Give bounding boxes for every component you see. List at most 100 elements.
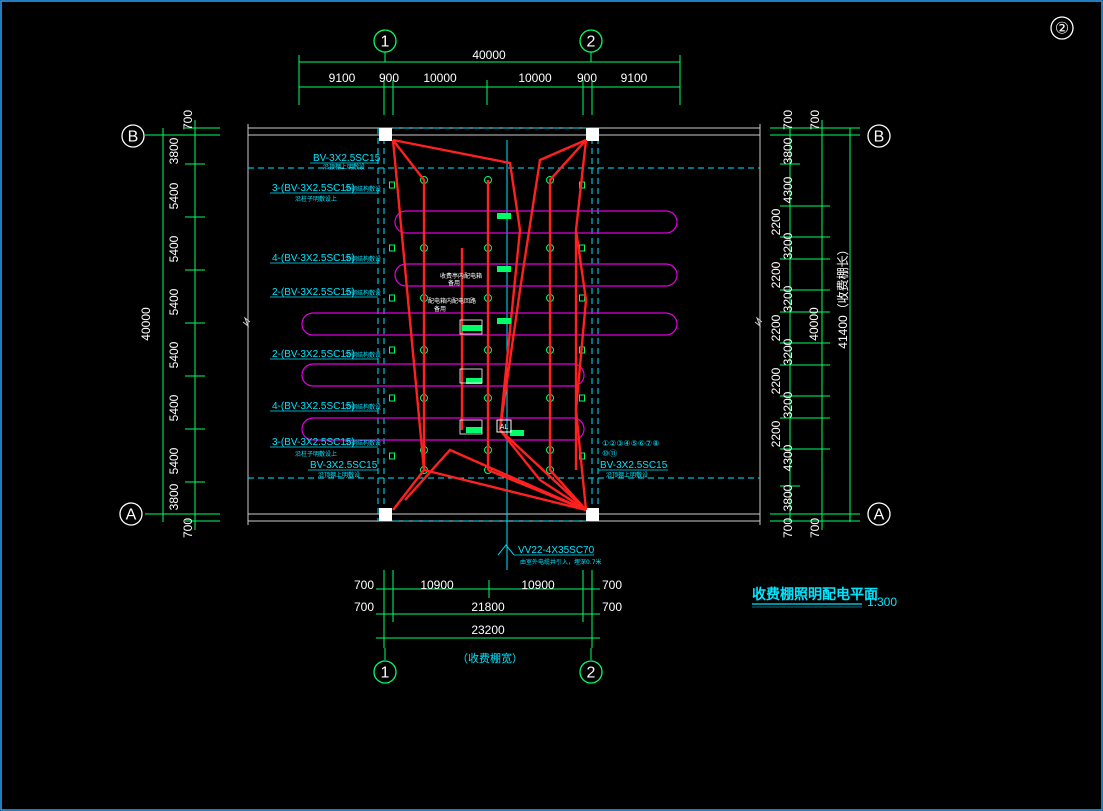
right-dimension-texts: 700 700 3800 4300 3200 3200 3200 3200 43… [769, 110, 850, 538]
bottom-dim-r2-1: 21800 [471, 600, 505, 614]
right-dim-b0: 700 [781, 110, 795, 130]
left-dim-6: 5400 [167, 394, 181, 421]
booth-outlines [301, 210, 678, 441]
circuit-sub-1: 沿钢结构敷设 [345, 185, 381, 193]
wall-lamp [389, 294, 395, 302]
inner-note-3: 配电箱内配电回路 [428, 297, 476, 305]
left-dim-1: 3800 [167, 137, 181, 164]
top-total-dim: 40000 [472, 48, 506, 62]
right-dim-5: 3200 [781, 338, 795, 365]
top-dim-5: 900 [577, 71, 597, 85]
left-dimension-texts: 700 3800 5400 5400 5400 5400 5400 5400 3… [139, 110, 195, 538]
right-circuits: ①②③④⑤⑥⑦⑧ [602, 439, 659, 448]
axis-1-top-label: 1 [381, 34, 390, 51]
circuit-label-2: 4-(BV-3X2.5SC15) [272, 253, 355, 264]
wall-lamp [389, 244, 395, 252]
axis-bubble-b-left [121, 124, 145, 148]
circuit-sub-5: 沿钢结构敷设 [345, 403, 381, 411]
right-dim-o0: 2200 [769, 208, 783, 235]
right-dim-7: 4300 [781, 444, 795, 471]
axis-1-bottom-label: 1 [381, 665, 390, 682]
drawing-title: 收费棚照明配电平面 [752, 586, 878, 603]
circuit-label-6: 3-(BV-3X2.5SC15) [272, 437, 355, 448]
wiring-runs [391, 138, 588, 512]
bottom-dim-r1-2: 10900 [521, 578, 555, 592]
circuit-sub-0: 沿顶棚上明敷设 [323, 163, 365, 171]
building-outline [242, 124, 763, 570]
inner-note-2: 备用 [448, 279, 460, 287]
circuit-label-0: BV-3X2.5SC15 [313, 153, 381, 164]
circuit-label-4: 2-(BV-3X2.5SC15) [272, 349, 355, 360]
axis-2-bottom-label: 2 [587, 665, 596, 682]
right-total-dim: 40000 [807, 307, 821, 341]
right-dim-1: 3800 [781, 137, 795, 164]
circuit-labels: BV-3X2.5SC15 沿顶棚上明敷设 3-(BV-3X2.5SC15) 沿钢… [270, 153, 381, 479]
bottom-dim-r2-0: 700 [354, 600, 374, 614]
right-dim-a0: 700 [808, 110, 822, 130]
circuit-sub-4: 沿钢结构敷设 [345, 351, 381, 359]
axis-bubble-1-top [373, 29, 397, 53]
left-dim-8: 3800 [167, 483, 181, 510]
right-circuits-2: ⑩⑪ [602, 449, 617, 458]
distribution-boxes: AL [459, 213, 524, 436]
axis-b-left-label: B [128, 129, 139, 146]
left-dim-2: 5400 [167, 182, 181, 209]
left-dim-4: 5400 [167, 288, 181, 315]
circuit-sub2-1: 沿柱子明敷设上 [295, 195, 337, 203]
axis-a-left-label: A [126, 507, 137, 524]
left-dim-5: 5400 [167, 341, 181, 368]
sheet-number-circle [1050, 16, 1074, 40]
drawing-scale: 1:300 [867, 595, 897, 609]
wall-lamp [389, 394, 395, 402]
right-dim-2: 4300 [781, 176, 795, 203]
circuit-label-5: 4-(BV-3X2.5SC15) [272, 401, 355, 412]
right-circuit-label: BV-3X2.5SC15 [600, 460, 668, 471]
panel-label: AL [500, 424, 509, 431]
right-dim-o1: 2200 [769, 261, 783, 288]
axis-bubble-2-bottom [579, 660, 603, 684]
bottom-dim-r1-0: 700 [354, 578, 374, 592]
top-dim-3: 10000 [423, 71, 457, 85]
left-dim-7: 5400 [167, 447, 181, 474]
axis-a-right-label: A [874, 507, 885, 524]
wall-lamp [579, 244, 585, 252]
left-dim-3: 5400 [167, 235, 181, 262]
bottom-dimension-lines [376, 570, 600, 660]
top-dim-1: 9100 [329, 71, 356, 85]
bottom-dim-r3: 23200 [471, 623, 505, 637]
axis-bubble-2-top [579, 29, 603, 53]
circuit-sub-3: 沿钢结构敷设 [345, 289, 381, 297]
right-dim-8: 3800 [781, 484, 795, 511]
top-dimension-lines [298, 52, 681, 115]
inner-note-1: 收费亭内配电箱 [440, 272, 482, 280]
right-dim-9: 700 [781, 518, 795, 538]
right-dim-3: 3200 [781, 232, 795, 259]
axis-bubble-1-bottom [373, 660, 397, 684]
inner-note-4: 备用 [434, 305, 446, 313]
bottom-dim-r1-1: 10900 [420, 578, 454, 592]
circuit-sub-6: 沿钢结构敷设 [345, 439, 381, 447]
axis-2-top-label: 2 [587, 34, 596, 51]
feeder-sub: 由室外电缆井引入，埋深0.7米 [520, 558, 602, 566]
wall-lamp [579, 394, 585, 402]
axis-bubble-a-right [867, 502, 891, 526]
sheet-number: ② [1055, 21, 1069, 38]
axis-bubble-a-left [119, 502, 143, 526]
top-dim-6: 9100 [621, 71, 648, 85]
right-dim-o4: 2200 [769, 420, 783, 447]
right-dim-o2: 2200 [769, 314, 783, 341]
left-dim-0: 700 [181, 110, 195, 130]
right-dim-6: 3200 [781, 391, 795, 418]
circuit-label-1: 3-(BV-3X2.5SC15) [272, 183, 355, 194]
circuit-label-3: 2-(BV-3X2.5SC15) [272, 287, 355, 298]
right-dim-a9: 700 [808, 518, 822, 538]
length-note: 41400（收费棚长） [835, 243, 850, 348]
circuit-sub2-6: 沿柱子明敷设上 [295, 450, 337, 458]
axis-bubble-b-right [867, 124, 891, 148]
left-dim-9: 700 [181, 518, 195, 538]
wall-lamp [389, 452, 395, 460]
feeder-label: VV22-4X35SC70 [518, 545, 595, 556]
bottom-dim-r1-3: 700 [602, 578, 622, 592]
